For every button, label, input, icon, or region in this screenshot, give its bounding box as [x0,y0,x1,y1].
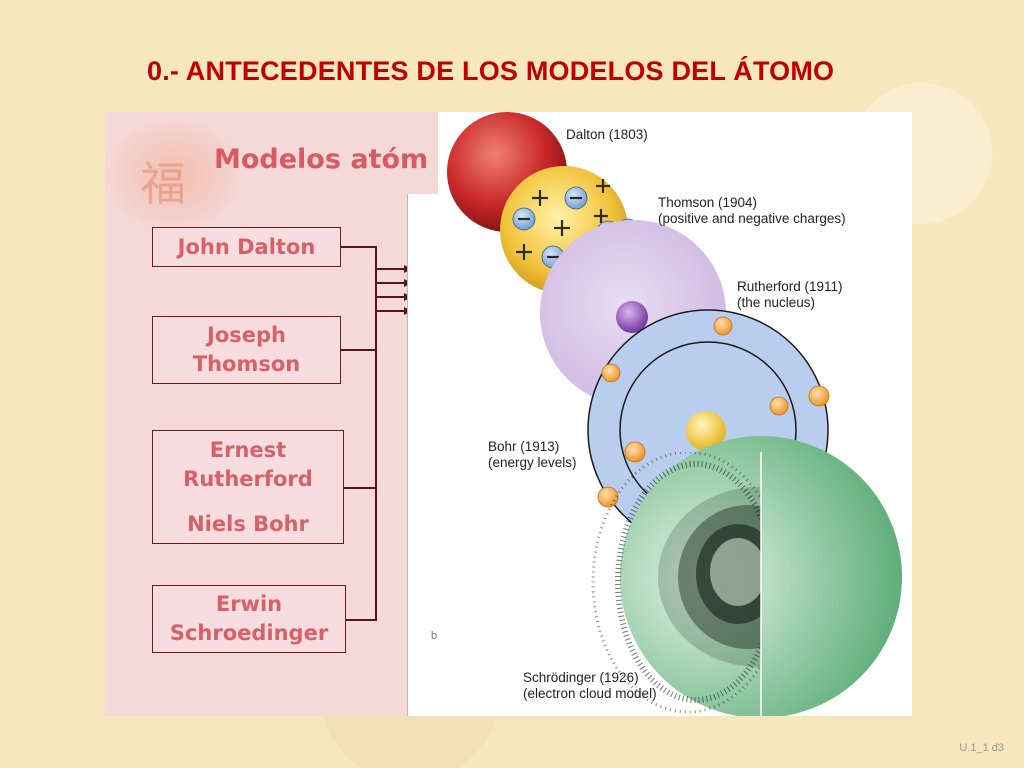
model-name: Thomson (1904) [658,195,758,210]
model-note: (positive and negative charges) [658,211,846,226]
label-bohr: Bohr (1913) (energy levels) [488,439,577,471]
label-schrodinger: Schrödinger (1926) (electron cloud model… [523,670,657,702]
model-note: (energy levels) [488,455,577,470]
name-box-thomson: Joseph Thomson [152,316,341,384]
lantern-image [108,120,240,230]
name-line: Rutherford [183,466,313,491]
name-line: Erwin [215,592,283,616]
model-name: Dalton (1803) [566,127,648,142]
panel-title: Modelos atóm [214,144,429,175]
schrodinger-model-sphere [591,436,902,716]
lantern-character: 福 [140,157,186,211]
label-dalton: Dalton (1803) [566,127,648,142]
model-name: Bohr (1913) [488,439,560,454]
name-line: Ernest [209,437,287,462]
name-box-dalton: John Dalton [152,227,341,267]
slide-footer: U.1_1 d3 [959,742,1004,754]
label-thomson: Thomson (1904) (positive and negative ch… [658,195,846,227]
name-box-rutherford-bohr: Ernest Rutherford Niels Bohr [152,430,344,544]
slide-title: 0.- ANTECEDENTES DE LOS MODELOS DEL ÁTOM… [147,56,835,86]
name-box-schroedinger: Erwin Schroedinger [152,585,346,653]
name-line: Thomson [192,352,301,376]
atom-models-svg [447,112,902,716]
model-note: (electron cloud model) [523,686,657,701]
name-line: Schroedinger [169,621,329,645]
model-name: Rutherford (1911) [737,279,843,294]
name-line: John Dalton [177,234,316,259]
model-name: Schrödinger (1926) [523,670,639,685]
name-line: Joseph [207,323,286,347]
model-note: (the nucleus) [737,295,816,310]
label-rutherford: Rutherford (1911) (the nucleus) [737,279,843,311]
name-line: Niels Bohr [187,511,309,536]
side-letter: b [431,630,438,642]
